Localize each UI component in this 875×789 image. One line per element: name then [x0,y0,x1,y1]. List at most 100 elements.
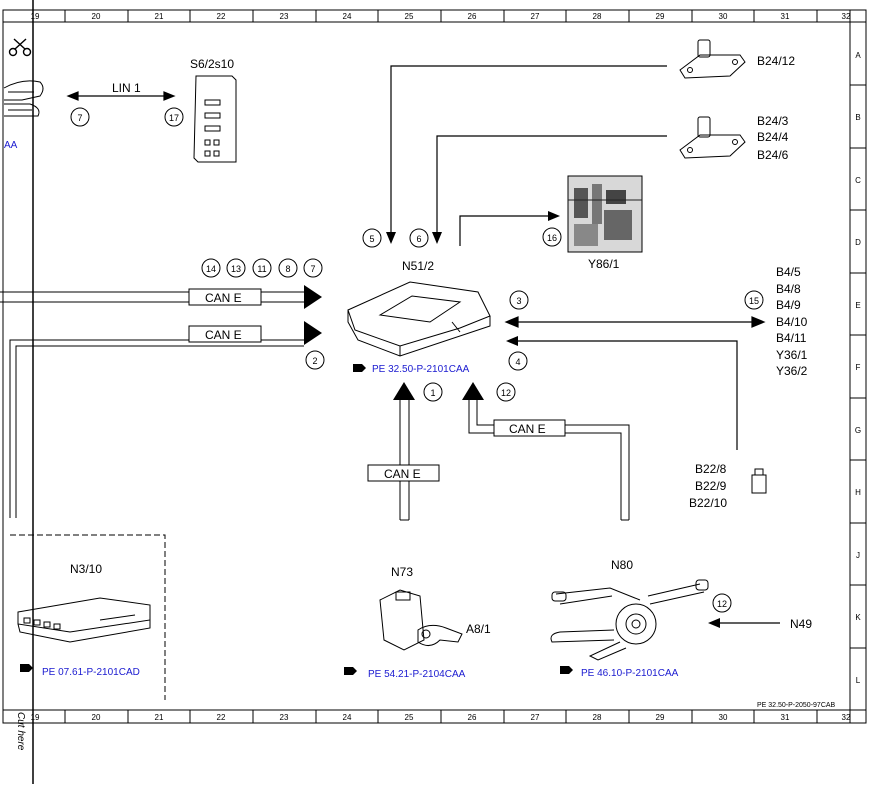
b4-label: B4/8 [776,282,801,296]
a8-1-label: A8/1 [466,622,491,636]
callout-7: 7 [77,113,82,123]
callout-8: 8 [285,264,290,274]
document-number: PE 32.50-P-2050-97CAB [757,702,836,709]
can-e-upper-arrowhead [304,285,322,309]
row-letter: A [855,51,861,60]
top-tick: 22 [217,12,226,21]
top-tick: 29 [656,12,665,21]
n3-10-control-unit [17,597,151,643]
row-letter: B [855,113,860,122]
bottom-tick: 32 [842,713,851,722]
row-letter: H [855,488,861,497]
b22-label: B22/8 [695,462,727,476]
can-e-box-4 [493,419,566,437]
top-tick: 30 [719,12,728,21]
manual-reference-icon [344,667,357,675]
callout-2: 2 [312,356,317,366]
row-letter: L [856,676,861,685]
top-tick: 23 [280,12,289,21]
b24-3-label: B24/3 [757,114,789,128]
n80-steering-column-module [550,579,709,661]
b4-label: Y36/2 [776,364,808,378]
row-letter: K [855,613,861,622]
b22-label: B22/9 [695,479,727,493]
can-e-label-2: CAN E [205,328,242,342]
y86-arrowhead [548,211,560,221]
callouts [70,107,764,613]
bottom-tick: 19 [31,713,40,722]
b4-label-list: B4/5 B4/8 B4/9 B4/10 B4/11 Y36/1 Y36/2 [776,265,808,378]
top-tick: 25 [405,12,414,21]
b24-12-sensor [679,39,746,79]
callout-14: 14 [206,264,216,274]
callout-7b: 7 [310,264,315,274]
row-letter: F [856,363,861,372]
row-letter: G [855,426,861,435]
scissors-icon [8,38,32,57]
b4-bidirectional-line [504,316,766,328]
b24-signal-lines [390,65,667,238]
manual-reference-icon [20,664,33,672]
top-tick: 24 [343,12,352,21]
bottom-tick: 22 [217,713,226,722]
s6-2s10-label: S6/2s10 [190,57,234,71]
b24-12-label: B24/12 [757,54,795,68]
s6-2s10-switch-block [193,75,237,163]
callout-3: 3 [516,296,521,306]
row-letter: J [856,551,860,560]
left-partial-component [3,80,44,117]
callout-6: 6 [416,234,421,244]
can-e-label-4: CAN E [509,422,546,436]
callout-15: 15 [749,296,759,306]
callout-12: 12 [501,388,511,398]
n3-10-reference-link[interactable]: PE 07.61-P-2101CAD [42,667,140,678]
callout-17: 17 [169,113,179,123]
bottom-tick: 29 [656,713,665,722]
b4-label: B4/11 [776,331,807,345]
top-tick: 19 [31,12,40,21]
can-e-lower-arrowhead [304,321,322,345]
side-letters: A B C D E F G H J K L [855,51,861,685]
b24-arrowheads [386,232,442,244]
can-e-label-1: CAN E [205,291,242,305]
bottom-tick: 30 [719,713,728,722]
bottom-ticks: 19 20 21 22 23 24 25 26 27 28 29 30 31 3… [31,713,851,722]
callout-13: 13 [231,264,241,274]
row-letter: D [855,238,861,247]
n3-10-region [10,534,166,700]
callout-4: 4 [515,357,520,367]
bottom-tick: 28 [593,713,602,722]
n80-reference-link[interactable]: PE 46.10-P-2101CAA [581,668,679,679]
y86-1-label: Y86/1 [588,257,620,271]
top-tick: 27 [531,12,540,21]
n51-2-control-unit [347,281,491,357]
left-reference-fragment[interactable]: AA [4,140,18,151]
can-e-box-2 [188,325,262,343]
bottom-tick: 26 [468,713,477,722]
bottom-tick: 25 [405,713,414,722]
manual-reference-icon [353,364,366,372]
row-letter: C [855,176,861,185]
top-tick: 28 [593,12,602,21]
b22-label: B22/10 [689,496,727,510]
can-e-bus-lower [9,339,304,518]
cut-here-label: Cut here [15,712,26,751]
b22-arrowhead [506,336,518,346]
b24-3-sensor [679,116,746,159]
callout-5: 5 [369,234,374,244]
lin1-label: LIN 1 [112,81,141,95]
callout-16: 16 [547,233,557,243]
n80-arrowhead [462,382,484,400]
n73-arrowhead [393,382,415,400]
y86-signal-line [459,215,552,246]
n73-reference-link[interactable]: PE 54.21-P-2104CAA [368,669,466,680]
bottom-tick: 21 [155,713,164,722]
n51-2-reference-link[interactable]: PE 32.50-P-2101CAA [372,364,470,375]
y86-1-valve-image [567,175,643,253]
top-ticks: 19 20 21 22 23 24 25 26 27 28 29 30 31 3… [31,12,851,21]
top-tick: 31 [781,12,790,21]
manual-reference-icon [560,666,573,674]
